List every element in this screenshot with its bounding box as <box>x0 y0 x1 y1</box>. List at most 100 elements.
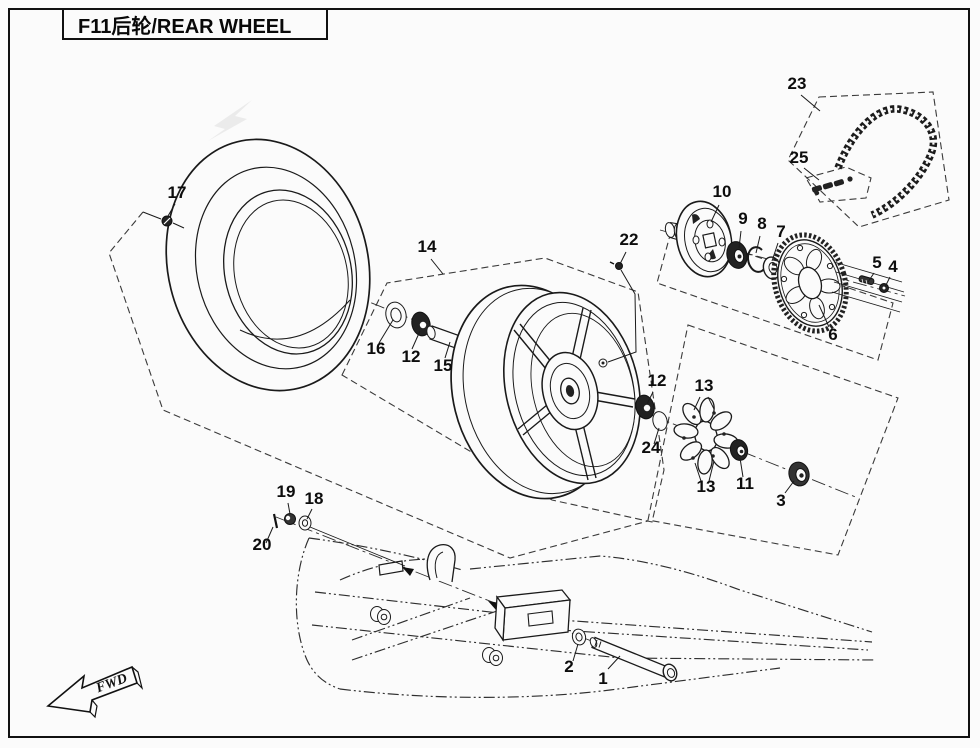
tire <box>142 138 371 392</box>
cush-drive-group <box>609 261 810 487</box>
oring-24 <box>652 411 668 431</box>
screw-22 <box>615 262 623 270</box>
washer-18-guide-line <box>309 526 406 567</box>
swingarm-boss-hole <box>492 654 500 662</box>
part-label-2: 2 <box>564 657 573 676</box>
swingarm-axle-block <box>494 589 572 642</box>
part-label-10: 10 <box>713 182 732 201</box>
axle-spacers-right <box>635 394 668 431</box>
rear-sprocket-6 <box>771 232 905 334</box>
part-label-20: 20 <box>253 535 272 554</box>
sprocket-bolt-hole <box>780 275 788 283</box>
axis-arrowhead <box>402 567 414 576</box>
carrier-shade <box>692 214 700 224</box>
cush-rubbers-13 <box>673 397 739 475</box>
sprocket-bolt-hole <box>800 311 808 319</box>
part-label-6: 6 <box>828 325 837 344</box>
swingarm-boss-hole <box>380 613 388 621</box>
bushing-11-bore <box>739 449 744 454</box>
axle-parts <box>272 513 678 682</box>
swingarm-bracket-plate <box>378 560 404 576</box>
part-label-16: 16 <box>367 339 386 358</box>
bearing-12-left-bore <box>419 321 427 329</box>
chain-links-highlight <box>836 107 935 217</box>
master-link-plate <box>811 185 823 193</box>
part-label-19: 19 <box>277 482 296 501</box>
fwd-arrow-shape <box>46 665 138 713</box>
spacer-tube-15-end <box>426 325 436 340</box>
part-label-8: 8 <box>757 214 766 233</box>
part-label-17: 17 <box>168 183 187 202</box>
master-link-pin <box>847 176 853 182</box>
fwd-direction-arrow: FWD <box>46 665 144 719</box>
part-label-9: 9 <box>738 209 747 228</box>
part-label-11: 11 <box>736 474 754 493</box>
part-label-25: 25 <box>790 148 809 167</box>
wheel-rim-14 <box>450 284 642 500</box>
tire-far-bead-arc <box>239 299 351 340</box>
master-link-plate <box>833 179 845 187</box>
drive-chain-23 <box>811 105 938 219</box>
sprocket-bolt-hole <box>826 262 834 270</box>
part-label-12: 12 <box>648 371 667 390</box>
part-label-14: 14 <box>418 237 437 256</box>
sprocket-teeth <box>771 232 849 334</box>
part-label-5: 5 <box>872 253 881 272</box>
seal-ring-16-hole <box>390 307 402 323</box>
part-label-1: 1 <box>598 669 607 688</box>
part-label-4: 4 <box>888 257 898 276</box>
swingarm-phantom <box>295 537 877 698</box>
chain-group-boundary <box>787 91 950 228</box>
sprocket-bolt-hole <box>796 244 804 252</box>
carrier-center-hole <box>702 232 718 249</box>
washer-18-hole <box>301 519 309 527</box>
part-label-13: 13 <box>697 477 716 496</box>
part-label-3: 3 <box>776 491 785 510</box>
title-box: F11后轮/REAR WHEEL <box>62 8 328 40</box>
carrier-hole <box>718 237 726 247</box>
stud-5 <box>858 275 875 285</box>
masterlink-boundary <box>805 166 872 203</box>
circlip-8 <box>747 246 765 273</box>
axle-thread-lines <box>594 639 602 648</box>
sprocket-carrier-assembly <box>664 200 782 280</box>
fwd-arrow-3d-edge <box>89 666 144 719</box>
axle-slot <box>527 610 554 627</box>
hub-bore-center <box>565 385 575 397</box>
master-link-plate <box>822 182 834 190</box>
sprocket-center-hole <box>797 266 823 300</box>
cush-group-boundary <box>647 324 899 556</box>
carrier-hole <box>704 252 712 262</box>
swingarm-bracket-curl-inner <box>434 551 444 579</box>
part-label-18: 18 <box>305 489 324 508</box>
master-link-25 <box>811 176 853 196</box>
carrier-hole <box>706 219 714 229</box>
valve-stem-slot <box>163 217 171 225</box>
tire-bead-inner <box>233 199 349 349</box>
washer-2-hole <box>575 632 583 642</box>
rim-valve-hole <box>601 361 605 365</box>
master-link-pin <box>814 190 820 196</box>
tire-group-boundary <box>108 211 649 559</box>
bearing-12-right-bore <box>643 404 651 412</box>
carrier-hole <box>692 235 700 245</box>
pin-20 <box>272 513 279 529</box>
nut-4-hole <box>882 286 886 290</box>
page-border <box>8 8 970 738</box>
sprocket-body-inner <box>780 243 840 323</box>
stud-thread <box>861 278 864 284</box>
page-title: F11后轮/REAR WHEEL <box>78 15 292 38</box>
part-label-12: 12 <box>402 347 421 366</box>
part-label-22: 22 <box>620 230 639 249</box>
screw-22-tip <box>609 261 615 265</box>
part-label-13: 13 <box>695 376 714 395</box>
swingarm-bracket-curl <box>426 544 456 583</box>
part-label-23: 23 <box>788 74 807 93</box>
valve-connector-line <box>142 211 185 229</box>
part-label-15: 15 <box>434 356 453 375</box>
nut-19-face <box>285 515 291 521</box>
wheel-group-boundary <box>341 257 665 523</box>
part-label-24: 24 <box>642 438 661 457</box>
